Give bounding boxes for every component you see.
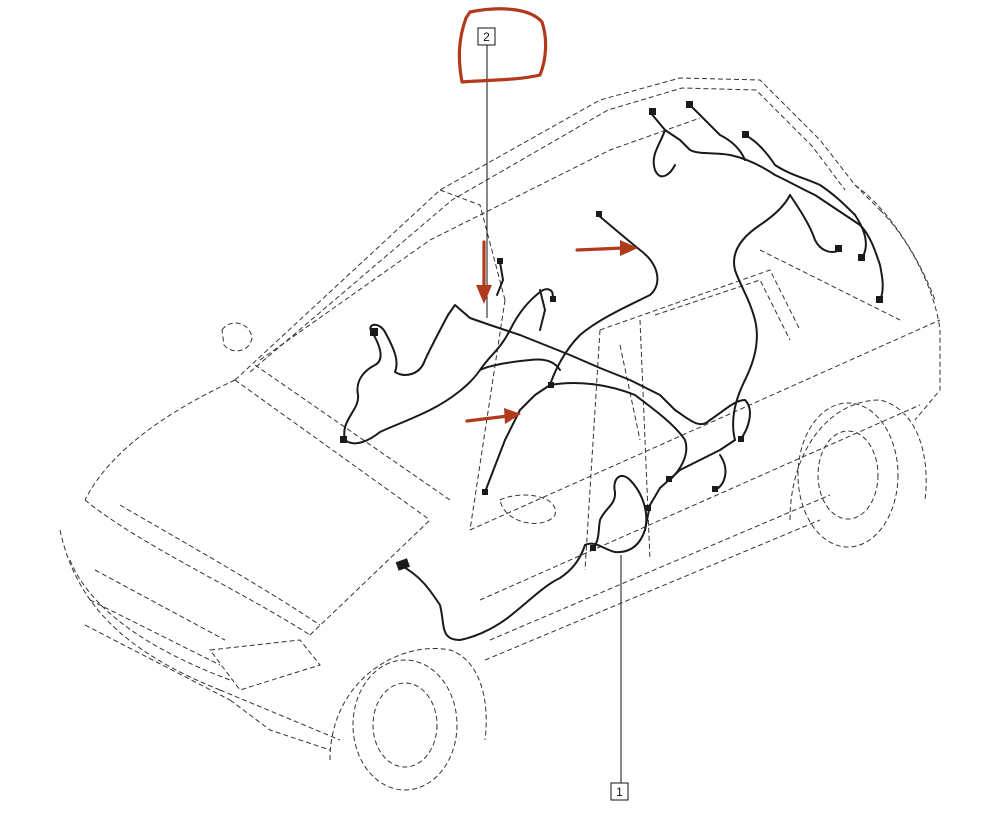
wiring-harness bbox=[343, 104, 884, 641]
vehicle-outline bbox=[59, 77, 941, 791]
callout-1: 1 bbox=[610, 555, 629, 801]
red-markup bbox=[457, 7, 638, 424]
markup-circle bbox=[457, 7, 548, 84]
callout-1-label: 1 bbox=[616, 785, 623, 799]
markup-arrow-down bbox=[476, 240, 492, 304]
markup-arrow-right-upper bbox=[575, 240, 638, 256]
markup-arrow-right-lower bbox=[465, 408, 521, 424]
connectors bbox=[340, 101, 883, 571]
callout-2: 2 bbox=[477, 27, 496, 318]
callout-2-label: 2 bbox=[483, 30, 490, 44]
callout-2-box bbox=[477, 27, 496, 46]
callout-1-box bbox=[610, 782, 629, 801]
